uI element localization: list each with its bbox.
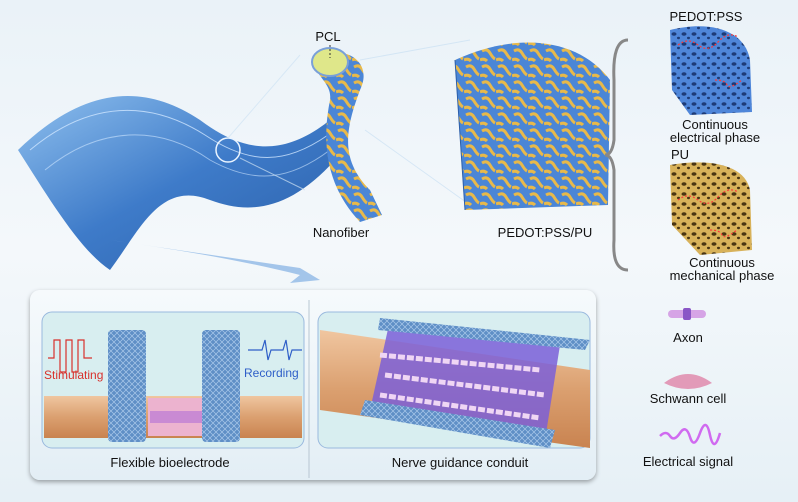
legend-schwann-cell-label: Schwann cell: [649, 391, 727, 406]
electrical-phase-caption-2: electrical phase: [669, 130, 761, 145]
legend-axon-label: Axon: [673, 330, 703, 345]
schwann-cell-icon: [664, 374, 712, 389]
electrode-cuff-right: [202, 330, 240, 442]
arrow-to-applications: [110, 240, 320, 283]
mechanical-phase-caption-2: mechanical phase: [669, 268, 775, 283]
pedot-pss-label: PEDOT:PSS: [669, 9, 743, 24]
conduit-title: Nerve guidance conduit: [391, 455, 529, 470]
fiber-mat-sheet: [18, 54, 335, 283]
legend-electrical-signal-label: Electrical signal: [642, 454, 734, 469]
pu-phase-block: [670, 162, 752, 255]
electrical-phase-caption-1: Continuous: [682, 117, 748, 132]
composite-label: PEDOT:PSS/PU: [497, 225, 593, 240]
electrode-cuff-left: [108, 330, 146, 442]
bioelectrode-title: Flexible bioelectrode: [110, 455, 230, 470]
nanofiber-illustration: [311, 39, 471, 223]
axon-icon: [668, 308, 706, 320]
brace: [604, 38, 629, 272]
electrical-signal-icon: [659, 423, 722, 446]
mechanical-phase-caption-1: Continuous: [689, 255, 755, 270]
bioelectrode-illustration: [44, 330, 302, 442]
pcl-label: PCL: [315, 29, 341, 44]
stimulating-waveform: [48, 339, 92, 373]
stimulating-label: Stimulating: [44, 368, 104, 382]
pedot-phase-block: [670, 26, 752, 115]
nanofiber-label: Nanofiber: [312, 225, 370, 240]
conduit-illustration: [320, 318, 590, 448]
pedot-pss-pu-composite: [454, 42, 610, 211]
recording-waveform: [248, 339, 302, 361]
recording-label: Recording: [244, 366, 299, 380]
pu-label: PU: [671, 147, 690, 162]
